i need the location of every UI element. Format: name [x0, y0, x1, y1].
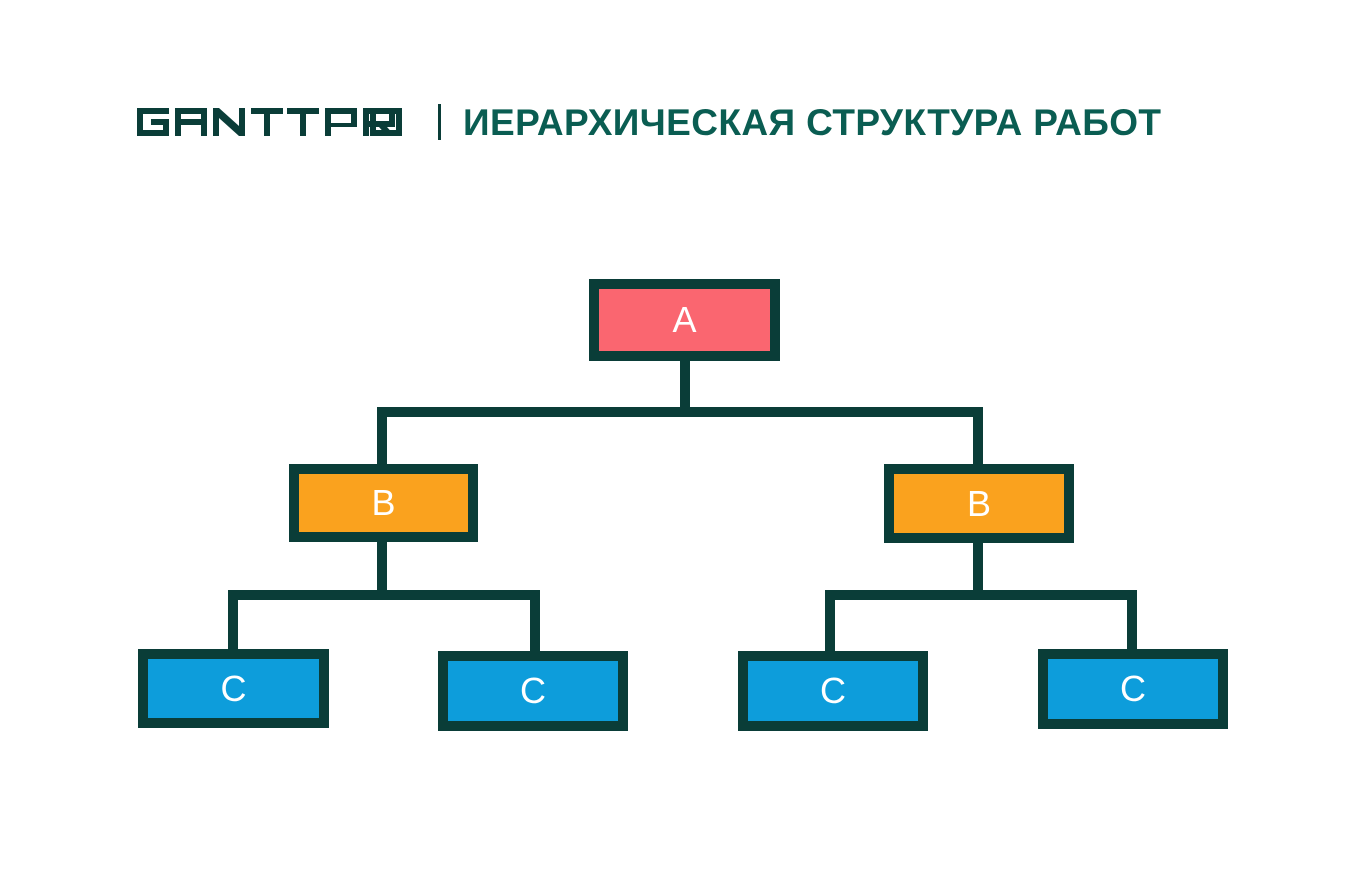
connector-b1-to-c2 [530, 590, 540, 654]
page-header: ИЕРАРХИЧЕСКАЯ СТРУКТУРА РАБОТ [137, 96, 1161, 148]
wbs-node-b2[interactable]: B [884, 464, 1074, 543]
wbs-node-c1[interactable]: C [138, 649, 329, 728]
wbs-node-label: C [1120, 668, 1146, 709]
wbs-node-b1[interactable]: B [289, 464, 478, 542]
connector-a-stem [680, 360, 690, 413]
wbs-node-label: C [820, 670, 846, 711]
connector-b2-bar [825, 590, 1137, 600]
connector-a-to-b1 [377, 407, 387, 467]
wbs-node-c2[interactable]: C [438, 651, 628, 731]
wbs-node-c4[interactable]: C [1038, 649, 1228, 729]
connector-b2-to-c4 [1127, 590, 1137, 652]
wbs-node-label: A [672, 299, 697, 340]
ganttpro-logo-icon [137, 108, 402, 136]
connector-a-to-b2 [973, 407, 983, 467]
connector-b2-to-c3 [825, 590, 835, 654]
connector-a-bar [377, 407, 983, 417]
wbs-node-a[interactable]: A [589, 279, 780, 361]
connector-b1-stem [377, 539, 387, 595]
wbs-node-label: C [520, 670, 546, 711]
wbs-node-label: B [966, 482, 991, 524]
ganttpro-logo[interactable] [137, 105, 414, 139]
connector-b1-bar [228, 590, 540, 600]
wbs-node-label: C [220, 667, 247, 709]
connector-b2-stem [973, 541, 983, 595]
page-title: ИЕРАРХИЧЕСКАЯ СТРУКТУРА РАБОТ [463, 101, 1162, 143]
connector-b1-to-c1 [228, 590, 238, 652]
wbs-node-c3[interactable]: C [738, 651, 928, 731]
wbs-node-label: B [371, 482, 396, 523]
header-separator [438, 104, 441, 140]
